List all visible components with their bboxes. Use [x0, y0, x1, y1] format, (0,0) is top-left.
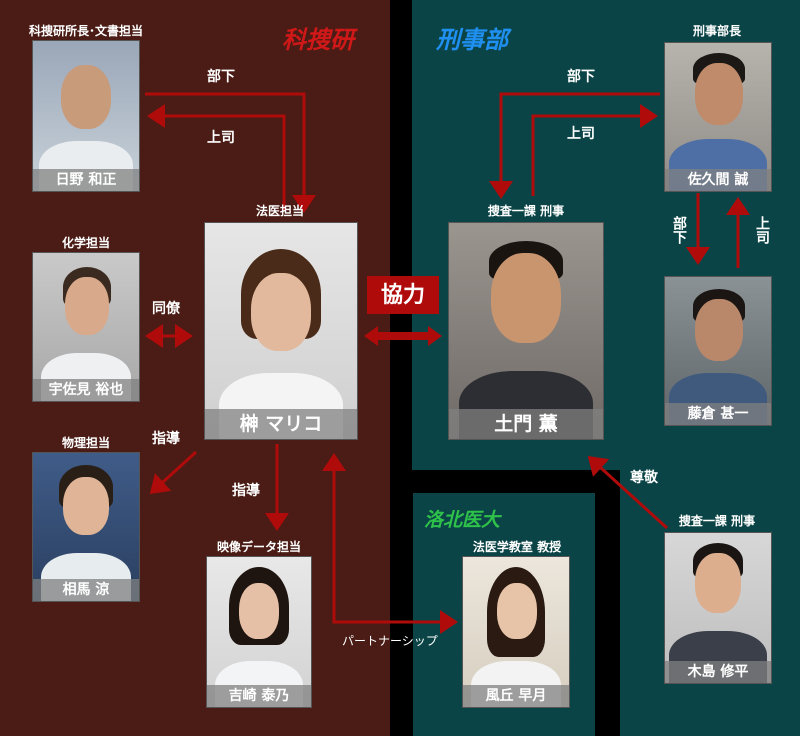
photo-hino: 日野 和正: [32, 40, 140, 192]
role-aima: 物理担当: [61, 436, 111, 450]
kasouken-title: 科捜研: [282, 25, 354, 54]
name-hino: 日野 和正: [33, 169, 139, 191]
arrow-partnership: [322, 453, 458, 634]
label-doryo: 同僚: [152, 301, 180, 317]
role-kazaoka: 法医学教室 教授: [472, 540, 562, 554]
role-kijima: 捜査一課 刑事: [678, 514, 756, 528]
role-sakuma: 刑事部長: [692, 24, 742, 38]
arrow-sakaki-to-hino: [147, 104, 286, 210]
name-sakaki: 榊 マリコ: [205, 409, 357, 439]
name-kijima: 木島 修平: [665, 661, 771, 683]
photo-usami: 宇佐見 裕也: [32, 252, 140, 402]
arrow-kyoryoku: [364, 326, 442, 346]
name-usami: 宇佐見 裕也: [33, 379, 139, 401]
name-yoshizaki: 吉崎 泰乃: [207, 685, 311, 707]
photo-domon: 土門 薫: [448, 222, 604, 440]
label-joshi-left: 上司: [207, 130, 235, 146]
name-domon: 土門 薫: [449, 409, 603, 439]
cooperation-label: 協力: [367, 276, 439, 314]
photo-aima: 相馬 涼: [32, 452, 140, 602]
label-shido-2: 指導: [232, 483, 260, 499]
name-sakuma: 佐久間 誠: [665, 169, 771, 191]
role-domon: 捜査一課 刑事: [487, 204, 565, 218]
role-yoshizaki: 映像データ担当: [216, 540, 302, 554]
arrow-sakuma-to-domon: [489, 92, 660, 199]
role-usami: 化学担当: [61, 236, 111, 250]
keijibu-title: 刑事部: [436, 25, 508, 54]
photo-kijima: 木島 修平: [664, 532, 772, 684]
photo-yoshizaki: 吉崎 泰乃: [206, 556, 312, 708]
label-sonkei: 尊敬: [630, 470, 658, 486]
name-kazaoka: 風丘 早月: [463, 685, 569, 707]
label-partnership: パートナーシップ: [342, 634, 438, 648]
name-fujikura: 藤倉 甚一: [665, 403, 771, 425]
role-hino: 科捜研所長･文書担当: [28, 24, 144, 38]
role-sakaki: 法医担当: [255, 204, 305, 218]
label-buka-vertical: 部下: [671, 216, 687, 244]
arrow-sonkei: [587, 455, 669, 530]
label-buka-left: 部下: [207, 69, 235, 85]
photo-fujikura: 藤倉 甚一: [664, 276, 772, 426]
photo-kazaoka: 風丘 早月: [462, 556, 570, 708]
arrow-hino-to-sakaki: [145, 92, 316, 213]
label-joshi-right: 上司: [567, 126, 595, 142]
name-aima: 相馬 涼: [33, 579, 139, 601]
label-shido-1: 指導: [152, 431, 180, 447]
photo-sakuma: 佐久間 誠: [664, 42, 772, 192]
label-joshi-vertical: 上司: [754, 216, 770, 244]
photo-sakaki: 榊 マリコ: [204, 222, 358, 440]
arrow-shido-aima: [149, 450, 198, 495]
arrow-domon-to-sakuma: [531, 104, 658, 196]
label-buka-right: 部下: [567, 69, 595, 85]
